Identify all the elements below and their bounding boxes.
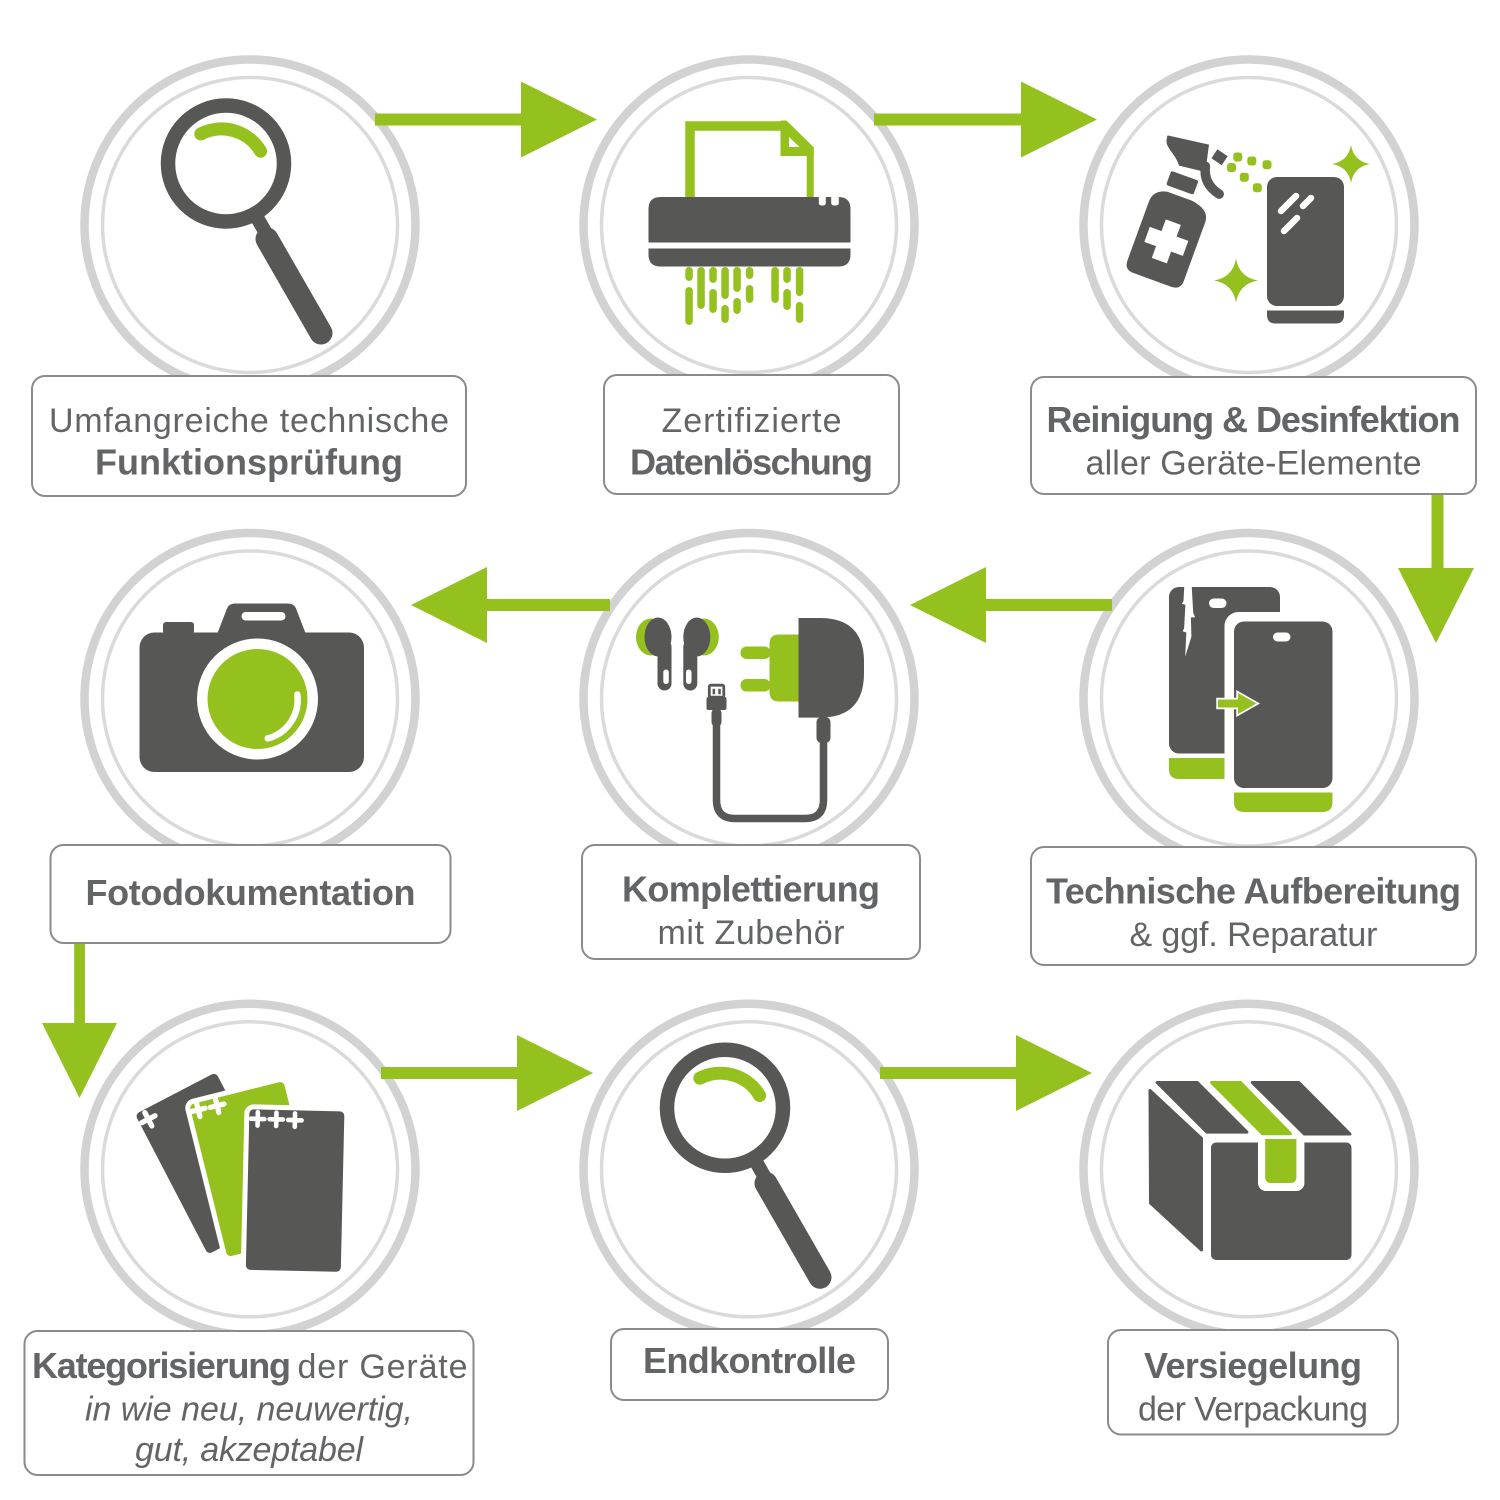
svg-text:in wie neu, neuwertig,: in wie neu, neuwertig, (85, 1391, 413, 1429)
svg-text:gut, akzeptabel: gut, akzeptabel (135, 1431, 364, 1469)
svg-text:Fotodokumentation: Fotodokumentation (86, 872, 416, 913)
svg-text:Zertifizierte: Zertifizierte (662, 402, 842, 440)
svg-text:Komplettierung: Komplettierung (622, 869, 880, 910)
svg-text:& ggf. Reparatur: & ggf. Reparatur (1130, 916, 1378, 954)
svg-text:der Verpackung: der Verpackung (1138, 1391, 1368, 1429)
svg-text:Datenlöschung: Datenlöschung (630, 442, 873, 483)
svg-text:Umfangreiche technische: Umfangreiche technische (49, 402, 449, 440)
svg-text:der Geräte: der Geräte (298, 1348, 468, 1386)
svg-text:Endkontrolle: Endkontrolle (643, 1340, 856, 1381)
svg-text:Kategorisierung: Kategorisierung (32, 1345, 291, 1386)
svg-text:Reinigung & Desinfektion: Reinigung & Desinfektion (1047, 399, 1461, 440)
svg-text:Funktionsprüfung: Funktionsprüfung (95, 442, 403, 483)
svg-text:Technische Aufbereitung: Technische Aufbereitung (1046, 871, 1461, 912)
svg-text:aller Geräte-Elemente: aller Geräte-Elemente (1086, 445, 1422, 483)
svg-text:mit Zubehör: mit Zubehör (658, 914, 845, 952)
svg-text:Versiegelung: Versiegelung (1144, 1345, 1362, 1386)
